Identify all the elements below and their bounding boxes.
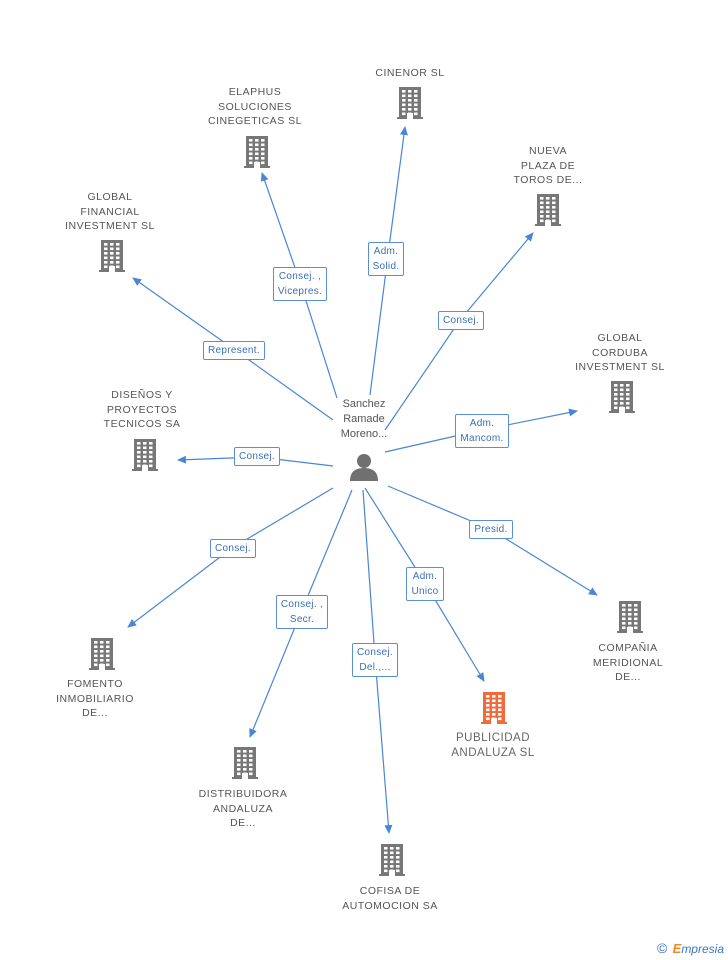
relation-label-line: Presid. [474, 523, 508, 535]
company-name[interactable]: NUEVA PLAZA DE TOROS DE... [478, 144, 618, 188]
relation-label-distribuidora[interactable]: Consej. , Secr. [275, 595, 329, 629]
company-name[interactable]: DISEÑOS Y PROYECTOS TECNICOS SA [72, 388, 212, 432]
company-name-line: GLOBAL [597, 332, 643, 344]
company-name-line: MERIDIONAL [592, 656, 664, 669]
company-name[interactable]: CINENOR SL [340, 66, 480, 81]
company-name-line: COMPAÑIA [598, 642, 658, 654]
company-name-line: ANDALUZA SL [451, 747, 535, 759]
relation-label-line: Adm. [412, 571, 438, 582]
company-name[interactable]: COFISA DE AUTOMOCION SA [320, 884, 460, 913]
building-icon[interactable] [481, 692, 507, 729]
building-icon[interactable] [232, 747, 258, 784]
relation-label-global-financial[interactable]: Represent. [203, 340, 265, 360]
company-name-line: DE... [230, 817, 256, 829]
company-name-line: PUBLICIDAD [455, 732, 531, 744]
company-name-line: DE... [615, 671, 641, 683]
company-name-line: CINENOR SL [375, 67, 445, 79]
relation-label-line: Secr. [289, 614, 315, 625]
company-name-line: NUEVA [529, 145, 567, 157]
relation-label-global-corduba[interactable]: Adm. Mancom. [455, 414, 509, 448]
company-name-line: PROYECTOS [106, 403, 178, 416]
person-name: Sanchez Ramade Moreno... [340, 398, 388, 440]
company-name-line: CINEGETICAS SL [208, 115, 302, 127]
relation-label-line: Consej. [442, 314, 479, 326]
brand-initial: E [672, 941, 682, 956]
relation-label-line: Consej. , [280, 599, 324, 610]
relation-label-line: Del.,... [359, 662, 391, 673]
relation-label-line: Solid. [372, 261, 400, 272]
relation-label-fomento[interactable]: Consej. [209, 538, 256, 558]
footer-brand: © Empresia [657, 940, 724, 956]
building-icon[interactable] [244, 136, 270, 173]
company-name-line: INVESTMENT SL [575, 361, 665, 373]
company-name[interactable]: GLOBAL CORDUBA INVESTMENT SL [550, 331, 690, 375]
company-name-line: INMOBILIARIO [56, 692, 134, 705]
relation-label-line: Mancom. [460, 433, 504, 444]
company-name-line: ANDALUZA [212, 802, 273, 815]
relation-label-line: Unico [411, 586, 439, 597]
building-icon[interactable] [397, 87, 423, 124]
company-name-line: SOLUCIONES [218, 100, 292, 113]
relation-label-line: Vicepres. [277, 286, 323, 297]
relation-label-compania-meridional[interactable]: Presid. [469, 519, 513, 539]
relation-label-line: Adm. [469, 418, 495, 429]
company-name[interactable]: PUBLICIDAD ANDALUZA SL [423, 731, 563, 761]
relation-label-line: Consej. [356, 647, 393, 658]
company-name-line: CORDUBA [591, 346, 648, 359]
company-name-line: GLOBAL [87, 191, 133, 203]
company-name[interactable]: ELAPHUS SOLUCIONES CINEGETICAS SL [185, 85, 325, 129]
company-name[interactable]: FOMENTO INMOBILIARIO DE... [25, 677, 165, 721]
building-icon[interactable] [609, 381, 635, 418]
company-name-line: FINANCIAL [80, 205, 140, 218]
company-name-line: COFISA DE [359, 885, 421, 897]
company-name-line: INVESTMENT SL [65, 220, 155, 232]
building-icon[interactable] [379, 844, 405, 881]
building-icon[interactable] [89, 638, 115, 675]
company-name-line: TOROS DE... [513, 174, 583, 186]
company-name[interactable]: COMPAÑIA MERIDIONAL DE... [558, 641, 698, 685]
brand-name: mpresia [681, 942, 724, 956]
company-name-line: DISEÑOS Y [111, 389, 173, 401]
edge-nueva-plaza [384, 232, 534, 431]
building-icon[interactable] [99, 240, 125, 277]
company-name[interactable]: GLOBAL FINANCIAL INVESTMENT SL [40, 190, 180, 234]
company-name-line: PLAZA DE [520, 159, 576, 172]
company-name-line: DISTRIBUIDORA [198, 788, 288, 800]
relation-label-elaphus[interactable]: Consej. , Vicepres. [272, 267, 328, 301]
company-name-line: ELAPHUS [228, 86, 282, 98]
relation-label-cinenor[interactable]: Adm. Solid. [367, 242, 405, 276]
building-icon[interactable] [535, 194, 561, 231]
relation-label-line: Adm. [373, 246, 399, 257]
edge-cinenor [369, 126, 408, 396]
relation-label-nueva-plaza[interactable]: Consej. [437, 310, 484, 330]
building-icon[interactable] [132, 439, 158, 476]
relation-label-line: Represent. [208, 344, 260, 356]
relation-label-publicidad[interactable]: Adm. Unico [406, 567, 444, 601]
relation-label-disenos[interactable]: Consej. [233, 446, 280, 466]
relation-label-line: Consej. [238, 450, 275, 462]
company-name-line: FOMENTO [67, 678, 123, 690]
company-name-line: AUTOMOCION SA [342, 899, 438, 912]
relation-label-cofisa[interactable]: Consej. Del.,... [351, 643, 398, 677]
company-name-line: TECNICOS SA [103, 418, 181, 430]
company-name[interactable]: DISTRIBUIDORA ANDALUZA DE... [173, 787, 313, 831]
relation-label-line: Consej. , [278, 271, 322, 282]
person-icon [350, 454, 378, 481]
company-name-line: DE... [82, 707, 108, 719]
relation-label-line: Consej. [214, 542, 251, 554]
copyright-icon: © [656, 940, 668, 956]
building-icon[interactable] [617, 601, 643, 638]
center-person[interactable]: Sanchez Ramade Moreno... [334, 395, 394, 490]
